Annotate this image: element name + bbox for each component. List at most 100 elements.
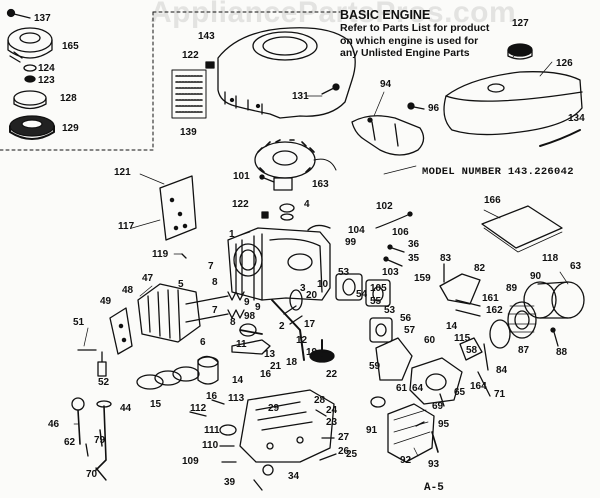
- part-112-screw: [189, 411, 207, 417]
- callout-131: 131: [292, 91, 309, 102]
- part-122-clip: [205, 61, 215, 69]
- callout-21: 21: [270, 361, 282, 372]
- part-69-screw: [439, 393, 445, 407]
- callout-93: 93: [428, 459, 440, 470]
- part-102-wire: [375, 213, 411, 229]
- part-126-fuel-tank: [443, 71, 583, 136]
- callout-134: 134: [568, 113, 585, 124]
- callout-121: 121: [114, 167, 131, 178]
- parts-list-note: Refer to Parts List for product on which…: [340, 22, 489, 60]
- callout-57: 57: [404, 325, 416, 336]
- model-number: MODEL NUMBER 143.226042: [422, 166, 574, 178]
- note-line-1: Refer to Parts List for product: [340, 22, 490, 34]
- part-70-elbow: [95, 467, 107, 481]
- callout-60: 60: [424, 335, 436, 346]
- part-flywheel: [254, 139, 337, 179]
- callout-51: 51: [73, 317, 85, 328]
- part-36-screw: [387, 244, 405, 253]
- callout-13: 13: [264, 349, 276, 360]
- note-line-3: any Unlisted Engine Parts: [340, 47, 470, 59]
- callout-117: 117: [118, 221, 135, 232]
- callout-109: 109: [182, 456, 199, 467]
- callout-54: 54: [356, 289, 368, 300]
- callout-112: 112: [190, 403, 207, 414]
- callout-29: 29: [268, 403, 280, 414]
- part-13-connecting-rod: [231, 339, 271, 355]
- callout-127: 127: [512, 18, 529, 29]
- callout-59: 59: [369, 361, 381, 372]
- callout-159: 159: [414, 273, 431, 284]
- callout-26: 26: [338, 446, 350, 457]
- callout-70: 70: [86, 469, 98, 480]
- part-39-pin: [253, 479, 263, 491]
- callout-1: 1: [229, 229, 235, 240]
- callout-84: 84: [496, 365, 508, 376]
- part-61-carburetor: [409, 357, 463, 405]
- callout-12: 12: [296, 335, 308, 346]
- callout-83: 83: [440, 253, 452, 264]
- callout-124: 124: [38, 63, 55, 74]
- callout-88: 88: [556, 347, 568, 358]
- callout-161: 161: [482, 293, 499, 304]
- part-1-cylinder-block: [227, 224, 331, 301]
- part-98-gear: [239, 323, 263, 337]
- callout-69: 69: [432, 401, 444, 412]
- callout-7-lower: 7: [212, 305, 218, 316]
- callout-9-upper: 9: [244, 297, 250, 308]
- callout-39: 39: [224, 477, 236, 488]
- part-127-fuel-cap: [507, 43, 533, 60]
- part-163-ignition: [259, 174, 293, 191]
- callout-4: 4: [304, 199, 310, 210]
- callout-14-left: 14: [232, 375, 244, 386]
- callout-111: 111: [204, 425, 220, 436]
- callout-34: 34: [288, 471, 300, 482]
- callout-79: 79: [94, 435, 106, 446]
- part-111-gear: [219, 424, 237, 436]
- part-90-starter-cup: [523, 281, 585, 319]
- callout-119: 119: [152, 249, 169, 260]
- part-14-piston: [197, 355, 219, 385]
- part-93-bolt: [431, 431, 439, 453]
- diagram-title: BASIC ENGINE: [340, 8, 431, 22]
- callout-122-top: 122: [182, 50, 199, 61]
- callout-105: 105: [370, 283, 387, 294]
- part-165-air-cleaner: [7, 27, 53, 63]
- part-91-gasket: [370, 396, 386, 408]
- callout-16-lower: 16: [206, 391, 218, 402]
- part-84-link: [483, 343, 489, 371]
- callout-128: 128: [60, 93, 77, 104]
- part-49-bracket: [109, 307, 133, 355]
- callout-162: 162: [486, 305, 503, 316]
- callout-95: 95: [438, 419, 450, 430]
- callout-35: 35: [408, 253, 420, 264]
- part-15-piston-rings: [136, 366, 200, 390]
- part-123: [24, 75, 36, 83]
- callout-11: 11: [236, 339, 247, 350]
- callout-123: 123: [38, 75, 55, 86]
- callout-166: 166: [484, 195, 501, 206]
- callout-22: 22: [326, 369, 338, 380]
- part-131-screw: [321, 83, 340, 95]
- callout-9-lower: 9: [255, 302, 261, 313]
- callout-94: 94: [380, 79, 392, 90]
- dashed-group-box: [0, 11, 341, 151]
- part-162-link: [455, 309, 481, 317]
- watermark-text: AppliancePartsPros.com: [150, 0, 517, 29]
- callout-47: 47: [142, 273, 154, 284]
- callout-8-upper: 8: [212, 277, 218, 288]
- callout-102: 102: [376, 201, 393, 212]
- callout-53-lower: 53: [384, 305, 396, 316]
- part-25-bolt: [319, 453, 337, 461]
- callout-3: 3: [300, 283, 306, 294]
- part-87-spring: [489, 319, 511, 349]
- callout-49: 49: [100, 296, 112, 307]
- callout-53-upper: 53: [338, 267, 350, 278]
- callout-99: 99: [345, 237, 357, 248]
- callout-5: 5: [178, 279, 184, 290]
- part-crankshaft: [271, 289, 305, 361]
- part-88-screw: [550, 327, 559, 347]
- callout-104: 104: [348, 225, 365, 236]
- callout-24: 24: [326, 405, 338, 416]
